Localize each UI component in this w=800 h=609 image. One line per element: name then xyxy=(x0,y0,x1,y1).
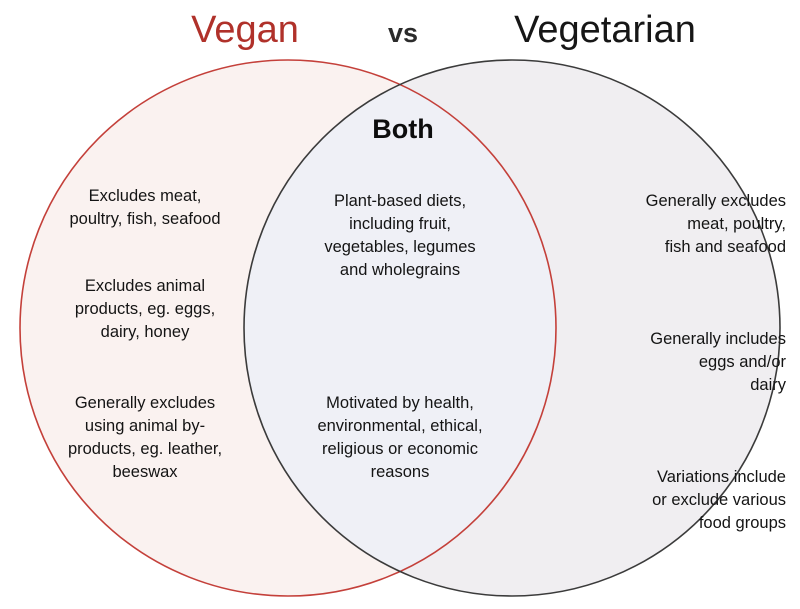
overlap-region-fill xyxy=(244,60,556,596)
vegan-title: Vegan xyxy=(191,9,299,51)
both-item-1: Plant-based diets,including fruit,vegeta… xyxy=(324,192,476,279)
both-item-2: Motivated by health,environmental, ethic… xyxy=(317,394,483,481)
vegan-item-1: Excludes meat,poultry, fish, seafood xyxy=(69,187,221,228)
vegan-circle-outline xyxy=(19,59,557,597)
both-items: Plant-based diets,including fruit,vegeta… xyxy=(284,190,516,484)
diagram-header: Vegan vs Vegetarian xyxy=(0,0,800,60)
vegetarian-circle-outline xyxy=(243,59,781,597)
vegetarian-title: Vegetarian xyxy=(514,9,696,51)
both-label: Both xyxy=(372,114,434,144)
versus-label: vs xyxy=(387,18,419,48)
vegan-items: Excludes meat,poultry, fish, seafood Exc… xyxy=(14,185,276,484)
